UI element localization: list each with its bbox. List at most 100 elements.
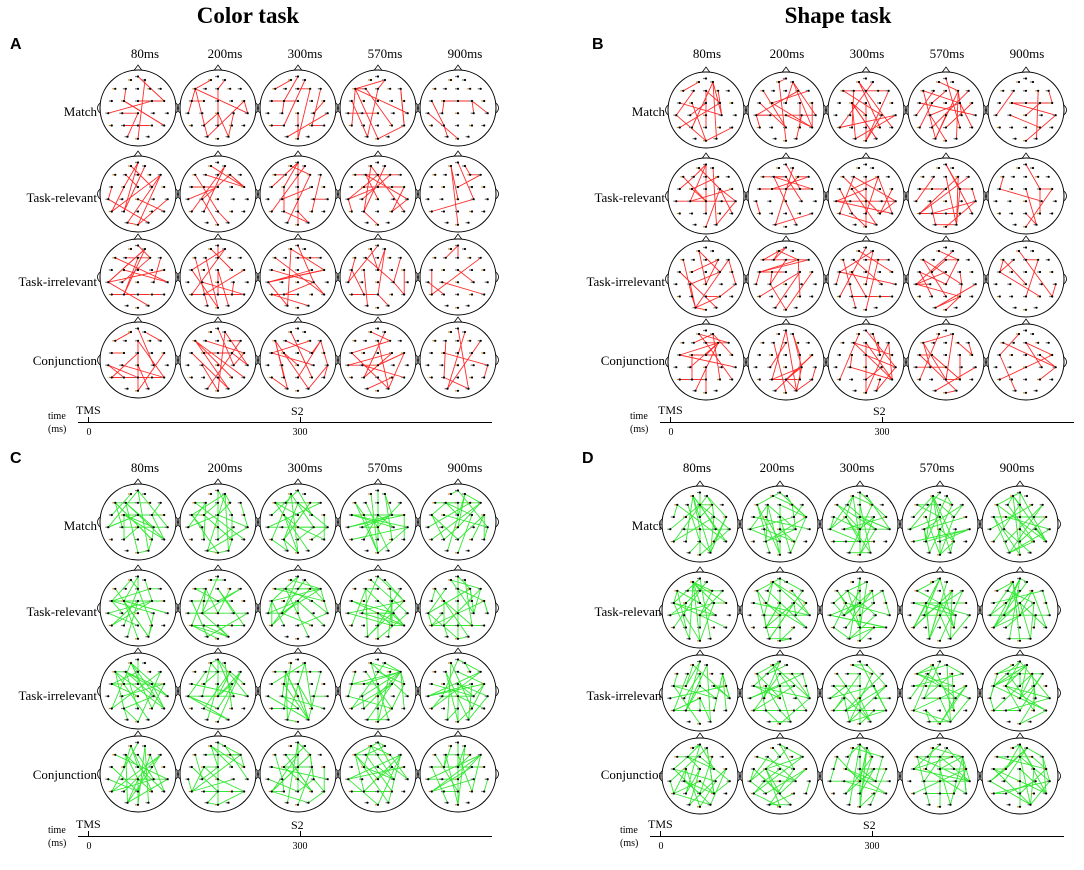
electrode-dot <box>471 186 473 188</box>
electrode-dot <box>233 364 235 366</box>
electrode-dot <box>217 364 219 366</box>
electrode-dot <box>728 259 730 261</box>
electrode-dot <box>351 210 353 212</box>
electrode-dot <box>327 198 329 200</box>
electrode-dot <box>443 790 445 792</box>
electrode-dot <box>839 212 841 214</box>
electrode-dot <box>457 138 459 140</box>
electrode-dot <box>400 671 402 673</box>
electrode-dot <box>1009 366 1011 368</box>
electrode-dot <box>297 638 299 640</box>
electrode-dot <box>203 124 205 126</box>
electrode-dot <box>297 161 299 163</box>
electrode-dot <box>446 719 448 721</box>
head-outline <box>260 239 336 315</box>
electrode-dot <box>953 516 955 518</box>
electrode-dot <box>126 388 128 390</box>
head-outline <box>748 158 824 234</box>
electrode-dot <box>431 124 433 126</box>
electrode-dot <box>865 90 867 92</box>
electrode-dot <box>845 516 847 518</box>
electrode-dot <box>443 293 445 295</box>
electrode-dot <box>427 526 429 528</box>
electrode-dot <box>792 250 794 252</box>
electrode-dot <box>891 212 893 214</box>
electrode-dot <box>891 126 893 128</box>
electrode-dot <box>313 281 315 283</box>
electrode-dot <box>163 293 165 295</box>
electrode-dot <box>191 124 193 126</box>
electrode-dot <box>365 88 367 90</box>
axis-event-s2: S2 <box>873 404 886 418</box>
electrode-dot <box>205 257 207 259</box>
electrode-dot <box>895 114 897 116</box>
electrode-dot <box>1037 90 1039 92</box>
electrode-dot <box>815 366 817 368</box>
head-outline <box>668 241 744 317</box>
electrode-dot <box>351 124 353 126</box>
electrode-dot <box>387 136 389 138</box>
electrode-dot <box>457 390 459 392</box>
axis-event-s2: S2 <box>291 404 304 418</box>
electrode-dot <box>699 540 701 542</box>
electrode-dot <box>1035 390 1037 392</box>
electrode-dot <box>999 354 1001 356</box>
electrode-dot <box>922 259 924 261</box>
head-map <box>740 316 832 406</box>
electrode-dot <box>151 376 153 378</box>
electrode-dot <box>227 550 229 552</box>
electrode-dot <box>852 495 854 497</box>
electrode-dot <box>805 516 807 518</box>
electrode-dot <box>400 257 402 259</box>
head-map <box>734 478 826 568</box>
electrode-dot <box>283 683 285 685</box>
electrode-dot <box>387 305 389 307</box>
electrode-dot <box>999 188 1001 190</box>
electrode-dot <box>995 114 997 116</box>
axis-event-s2: S2 <box>291 818 304 832</box>
electrode-dot <box>274 257 276 259</box>
electrode-dot <box>759 188 761 190</box>
electrode-dot <box>839 354 841 356</box>
electrode-dot <box>480 588 482 590</box>
electrode-dot <box>879 354 881 356</box>
electrode-dot <box>759 354 761 356</box>
electrode-dot <box>877 342 879 344</box>
electrode-dot <box>691 102 693 104</box>
electrode-dot <box>217 741 219 743</box>
electrode-dot <box>400 174 402 176</box>
electrode-dot <box>384 745 386 747</box>
electrode-dot <box>445 502 447 504</box>
electrode-dot <box>971 378 973 380</box>
electrode-dot <box>771 378 773 380</box>
electrode-dot <box>858 81 860 83</box>
electrode-dot <box>229 88 231 90</box>
electrode-dot <box>427 364 429 366</box>
electrode-dot <box>679 354 681 356</box>
electrode-dot <box>859 504 861 506</box>
electrode-dot <box>227 388 229 390</box>
electrode-dot <box>1025 212 1027 214</box>
electrode-dot <box>160 88 162 90</box>
electrode-dot <box>785 354 787 356</box>
electrode-dot <box>785 259 787 261</box>
electrode-dot <box>363 683 365 685</box>
electrode-dot <box>849 283 851 285</box>
electrode-dot <box>107 112 109 114</box>
electrode-dot <box>144 745 146 747</box>
electrode-dot <box>243 683 245 685</box>
electrode-dot <box>443 766 445 768</box>
electrode-dot <box>457 327 459 329</box>
electrode-dot <box>391 210 393 212</box>
electrode-dot <box>231 624 233 626</box>
head-outline <box>988 324 1064 400</box>
electrode-dot <box>271 790 273 792</box>
electrode-dot <box>679 271 681 273</box>
electrode-dot <box>283 124 285 126</box>
electrode-dot <box>149 340 151 342</box>
electrode-dot <box>217 112 219 114</box>
electrode-dot <box>224 165 226 167</box>
electrode-dot <box>839 126 841 128</box>
electrode-dot <box>919 271 921 273</box>
electrode-dot <box>1041 200 1043 202</box>
